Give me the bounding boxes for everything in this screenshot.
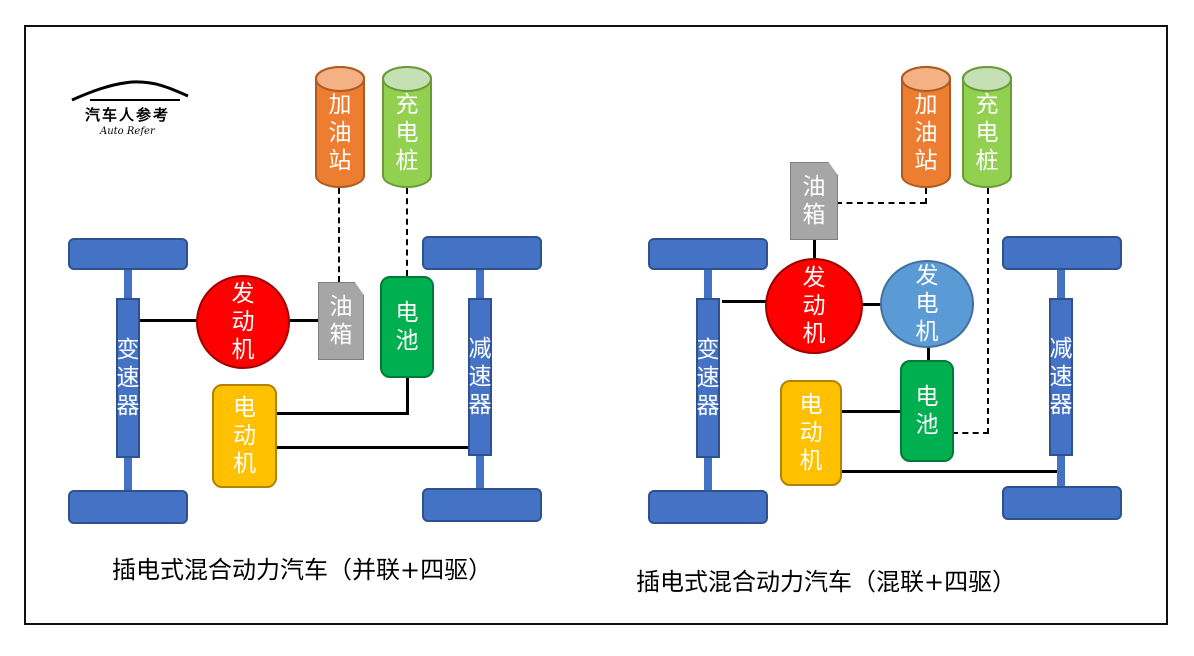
logo-subtitle: Auto Refer xyxy=(100,126,155,137)
charging-pile: 充 电 桩 xyxy=(382,66,432,188)
diagram-frame xyxy=(24,25,1168,625)
wheel-rear-right xyxy=(422,488,542,522)
motor-battery-link xyxy=(842,410,902,413)
fuel-tank: 油 箱 xyxy=(318,282,364,360)
wheel-rear-left xyxy=(648,490,768,524)
cylinder-cap xyxy=(962,66,1012,92)
tank-engine-link xyxy=(813,240,816,262)
gas-station: 加 油 站 xyxy=(901,66,951,188)
electric-motor: 电 动 机 xyxy=(212,384,277,488)
motor-battery-link-v xyxy=(406,378,409,415)
wheel-front-right xyxy=(1002,236,1122,270)
right-caption: 插电式混合动力汽车（混联+四驱） xyxy=(636,568,1017,596)
logo-name: 汽车人参考 xyxy=(85,106,171,124)
rear-right-axle xyxy=(476,456,484,490)
generator-battery-link xyxy=(927,347,930,361)
front-left-axle xyxy=(124,268,132,298)
wheel-rear-left xyxy=(68,490,188,524)
engine: 发 动 机 xyxy=(765,258,863,354)
cylinder-cap xyxy=(382,66,432,92)
tank-gas-station-dashed-link-v xyxy=(925,188,927,204)
engine-generator-link xyxy=(862,303,882,306)
wheel-front-right xyxy=(422,236,542,270)
fuel-tank: 油 箱 xyxy=(790,162,838,240)
reducer: 减 速 器 xyxy=(468,298,492,456)
transmission: 变 速 器 xyxy=(116,298,140,458)
generator: 发 电 机 xyxy=(880,260,974,348)
transmission: 变 速 器 xyxy=(696,298,720,458)
rear-left-axle xyxy=(124,458,132,492)
charger-battery-dashed-link-v xyxy=(987,188,989,434)
front-left-axle xyxy=(704,268,712,298)
left-caption: 插电式混合动力汽车（并联+四驱） xyxy=(112,556,493,584)
cylinder-cap xyxy=(901,66,951,92)
motor-reducer-link xyxy=(842,470,1061,473)
engine: 发 动 机 xyxy=(196,275,290,369)
transmission-engine-link xyxy=(722,300,766,303)
front-right-axle xyxy=(476,268,484,298)
transmission-engine-link xyxy=(140,319,198,322)
engine-tank-link xyxy=(290,319,320,322)
charger-battery-dashed-link-h xyxy=(952,432,989,434)
gas-station: 加 油 站 xyxy=(315,66,365,188)
battery: 电 池 xyxy=(380,276,434,378)
battery: 电 池 xyxy=(900,360,954,462)
electric-motor: 电 动 机 xyxy=(780,380,842,486)
wheel-rear-right xyxy=(1002,486,1122,520)
rear-right-axle xyxy=(1057,456,1065,490)
motor-reducer-link xyxy=(277,446,470,449)
reducer: 减 速 器 xyxy=(1049,298,1073,456)
tank-gas-station-dashed-link-h xyxy=(836,202,926,204)
wheel-front-left xyxy=(68,238,188,270)
wheel-front-left xyxy=(648,238,768,270)
front-right-axle xyxy=(1057,266,1065,298)
motor-battery-link-h xyxy=(277,412,409,415)
charger-battery-dashed-link xyxy=(406,188,408,276)
gas-station-tank-dashed-link xyxy=(338,188,340,282)
cylinder-cap xyxy=(315,66,365,92)
car-silhouette-icon xyxy=(71,80,189,102)
rear-left-axle xyxy=(704,458,712,492)
charging-pile: 充 电 桩 xyxy=(962,66,1012,188)
